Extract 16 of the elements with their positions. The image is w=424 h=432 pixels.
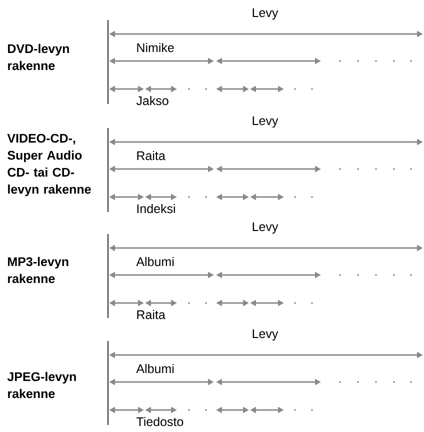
span-label: Indeksi — [137, 204, 175, 214]
group-title: JPEG-levyn rakenne — [7, 372, 76, 398]
span-label: Tiedosto — [136, 416, 184, 426]
span-label: Jakso — [136, 96, 168, 106]
span-label: Raita — [137, 150, 166, 160]
span-label: Albumi — [136, 256, 174, 266]
span-label: Levy — [252, 8, 278, 20]
span-label: Raita — [137, 310, 166, 320]
span-label: Nimike — [137, 42, 174, 52]
group-title: MP3-levyn rakenne — [8, 256, 68, 284]
span-label: Levy — [252, 116, 278, 128]
span-label: Albumi — [136, 364, 174, 374]
group-title: VIDEO-CD-, Super Audio CD- tai CD-levyn rakenne — [7, 134, 91, 196]
span-label: Levy — [252, 329, 278, 341]
group-title: DVD-levyn rakenne — [8, 44, 69, 70]
span-label: Levy — [252, 222, 278, 234]
